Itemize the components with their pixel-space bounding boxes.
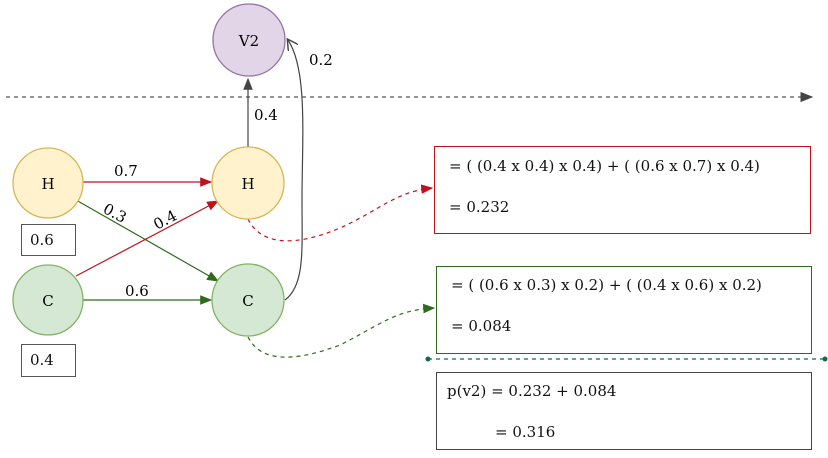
edge-label-c-to-h: 0.4 [150, 206, 180, 233]
node-c-right: C [211, 263, 285, 337]
h-calculation-line2: = 0.232 [449, 198, 510, 216]
node-h-right: H [211, 146, 285, 220]
edge-label-h-to-v2: 0.4 [254, 106, 278, 124]
node-c-left: C [12, 264, 84, 336]
edge-label-c-to-c: 0.6 [125, 282, 149, 300]
prior-h-box: 0.6 [21, 224, 76, 256]
node-v2: V2 [212, 3, 286, 77]
node-h-left-label: H [41, 175, 54, 193]
edge-c-to-h [75, 200, 220, 277]
prior-c-box: 0.4 [21, 344, 76, 377]
total-probability-line1: p(v2) = 0.232 + 0.084 [447, 382, 617, 400]
c-calculation-line1: = ( (0.6 x 0.3) x 0.2) + ( (0.4 x 0.6) x… [451, 276, 762, 294]
total-probability-box: p(v2) = 0.232 + 0.084 = 0.316 [436, 372, 812, 450]
node-c-right-label: C [242, 292, 253, 310]
node-c-left-label: C [42, 292, 53, 310]
connector-c-to-calc [247, 303, 436, 358]
c-calculation-box: = ( (0.6 x 0.3) x 0.2) + ( (0.4 x 0.6) x… [436, 266, 812, 354]
edge-label-h-to-h: 0.7 [114, 162, 138, 180]
node-h-right-label: H [241, 175, 254, 193]
h-calculation-line1: = ( (0.4 x 0.4) x 0.4) + ( (0.6 x 0.7) x… [449, 157, 760, 175]
sum-separator-left-dot [425, 356, 431, 362]
edge-c-to-v2 [284, 40, 304, 301]
c-calculation-line2: = 0.084 [451, 317, 512, 335]
node-h-left: H [12, 147, 84, 219]
edge-h-to-c [75, 199, 220, 282]
edge-label-c-to-v2: 0.2 [309, 51, 333, 69]
h-calculation-box: = ( (0.4 x 0.4) x 0.4) + ( (0.6 x 0.7) x… [434, 146, 811, 234]
node-v2-label: V2 [238, 32, 259, 50]
total-probability-line2: = 0.316 [495, 423, 556, 441]
edge-label-h-to-c: 0.3 [100, 200, 130, 227]
sum-separator-right-dot [822, 356, 828, 362]
connector-h-to-calc [247, 184, 434, 242]
